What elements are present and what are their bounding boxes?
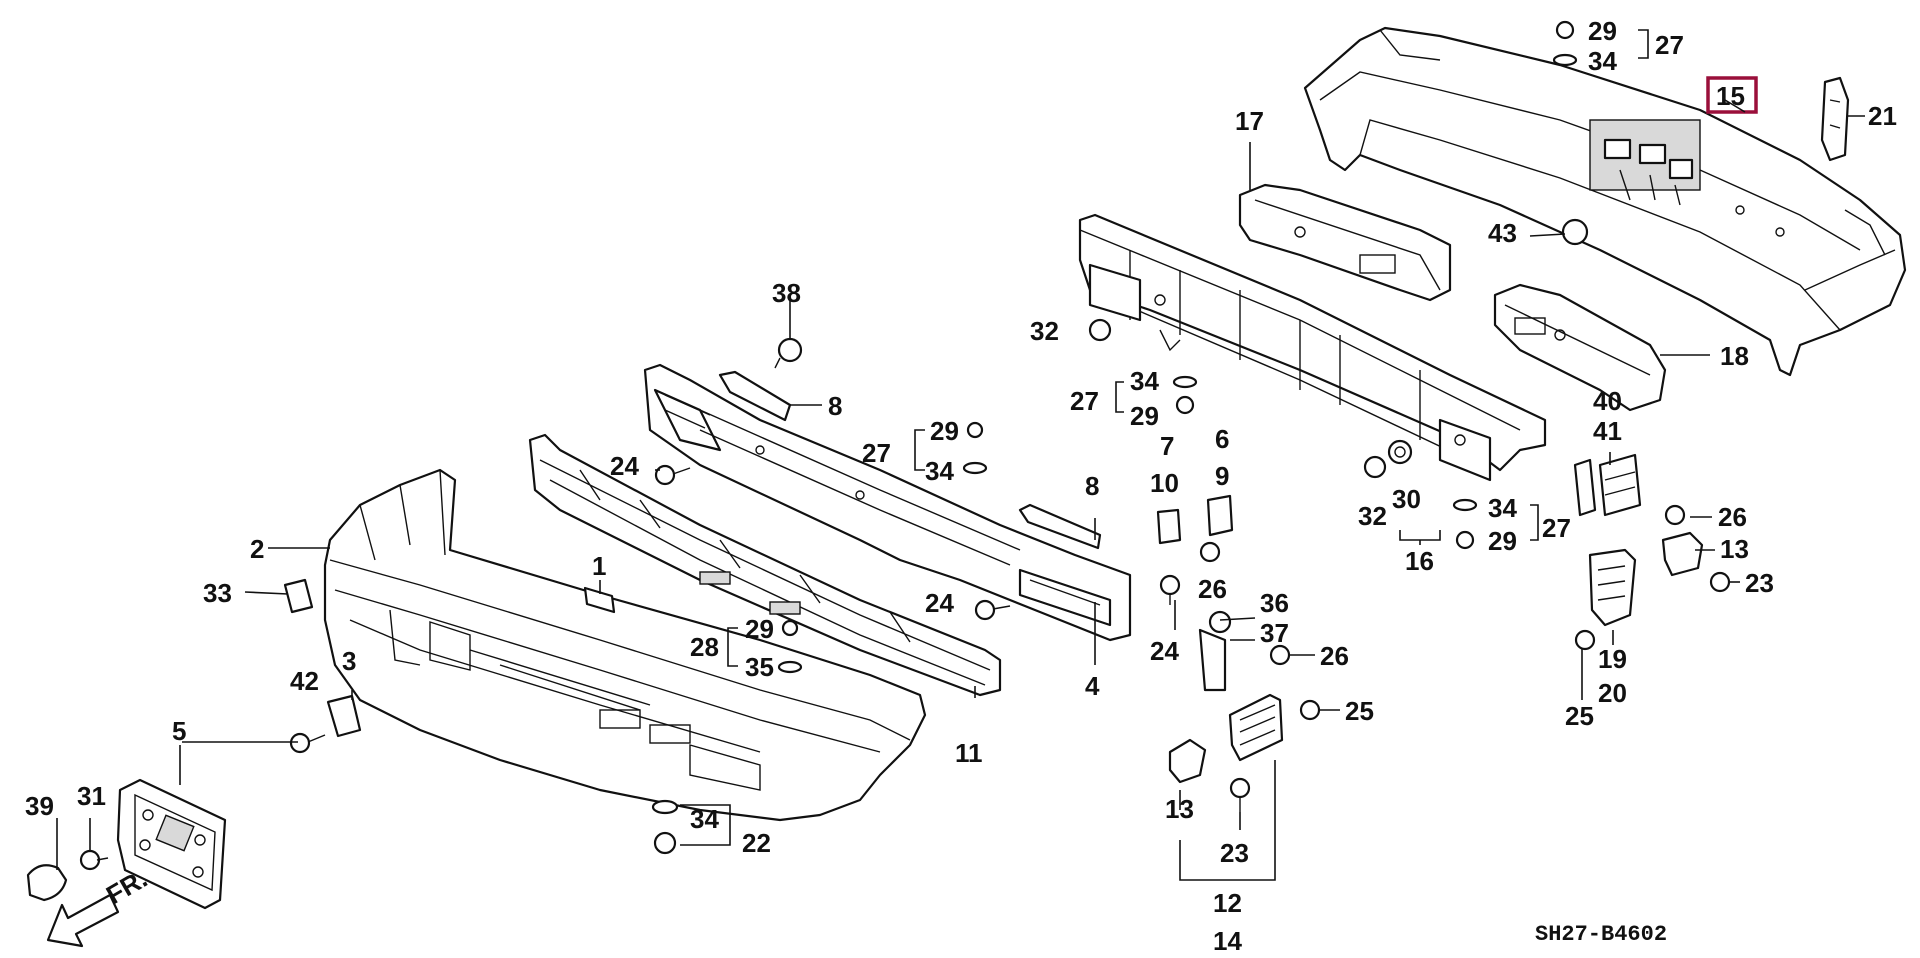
bracket-1[interactable] xyxy=(583,586,616,614)
label-40: 40 xyxy=(1593,386,1622,416)
label-22: 22 xyxy=(742,828,771,858)
label-42: 42 xyxy=(290,666,319,696)
label-16: 16 xyxy=(1405,546,1434,576)
label-27-d: 27 xyxy=(1542,513,1571,543)
label-34-d: 34 xyxy=(1588,46,1617,76)
label-4: 4 xyxy=(1085,671,1100,701)
label-1: 1 xyxy=(592,551,606,581)
bracket-7-10[interactable] xyxy=(1156,508,1182,545)
leader-lines xyxy=(56,29,1865,881)
license-plate-bracket[interactable] xyxy=(116,778,227,910)
label-37: 37 xyxy=(1260,618,1289,648)
bracket-3[interactable] xyxy=(326,694,362,738)
label-5: 5 xyxy=(172,716,186,746)
label-29-a: 29 xyxy=(930,416,959,446)
rear-bumper-reinforcement[interactable] xyxy=(1078,213,1547,482)
label-25-front: 25 xyxy=(1345,696,1374,726)
label-18: 18 xyxy=(1720,341,1749,371)
rear-spacer-left[interactable] xyxy=(1493,283,1667,412)
rear-spacer-right[interactable] xyxy=(1238,183,1452,302)
front-bumper-reinforcement[interactable] xyxy=(528,433,1002,697)
rear-side-bracket[interactable] xyxy=(1820,76,1850,162)
label-35: 35 xyxy=(745,652,774,682)
label-38: 38 xyxy=(772,278,801,308)
label-15: 15 xyxy=(1716,81,1745,111)
label-7: 7 xyxy=(1160,431,1174,461)
label-26-b: 26 xyxy=(1320,641,1349,671)
bracket-13-rear[interactable] xyxy=(1661,531,1704,577)
bolt-42[interactable] xyxy=(289,732,326,754)
label-41: 41 xyxy=(1593,416,1622,446)
bracket-40-41[interactable] xyxy=(1573,453,1642,517)
label-39: 39 xyxy=(25,791,54,821)
label-29-c: 29 xyxy=(1130,401,1159,431)
label-23-rear: 23 xyxy=(1745,568,1774,598)
label-24-c: 24 xyxy=(1150,636,1179,666)
bracket-13-front[interactable] xyxy=(1168,738,1207,784)
clip-33[interactable] xyxy=(283,578,314,614)
label-34-a: 34 xyxy=(1130,366,1159,396)
label-29-b: 29 xyxy=(745,614,774,644)
front-bumper-upper-beam[interactable] xyxy=(643,363,1132,642)
label-30: 30 xyxy=(1392,484,1421,514)
label-29-e: 29 xyxy=(1488,526,1517,556)
part-labels: 1 2 3 4 5 6 7 8 8 9 10 11 12 13 13 14 15… xyxy=(25,16,1897,956)
label-6: 6 xyxy=(1215,424,1229,454)
label-12: 12 xyxy=(1213,888,1242,918)
front-bumper-face[interactable] xyxy=(323,468,927,822)
label-21: 21 xyxy=(1868,101,1897,131)
label-34-e: 34 xyxy=(1488,493,1517,523)
label-9: 9 xyxy=(1215,461,1229,491)
bolt-31[interactable] xyxy=(79,849,109,871)
label-24-b: 24 xyxy=(925,588,954,618)
label-2: 2 xyxy=(250,534,264,564)
label-3: 3 xyxy=(342,646,356,676)
rear-bumper-face[interactable] xyxy=(1303,26,1907,377)
label-8-right: 8 xyxy=(1085,471,1099,501)
label-14: 14 xyxy=(1213,926,1242,956)
label-26-c: 26 xyxy=(1718,502,1747,532)
label-26-a: 26 xyxy=(1198,574,1227,604)
label-43: 43 xyxy=(1488,218,1517,248)
strip-8-left[interactable] xyxy=(718,370,792,422)
drawing-code: SH27-B4602 xyxy=(1535,922,1667,947)
label-24-a: 24 xyxy=(610,451,639,481)
cap-39[interactable] xyxy=(26,864,68,902)
label-31: 31 xyxy=(77,781,106,811)
label-36: 36 xyxy=(1260,588,1289,618)
bracket-19-20[interactable] xyxy=(1588,548,1637,627)
label-34-b: 34 xyxy=(925,456,954,486)
label-33: 33 xyxy=(203,578,232,608)
bracket-12-14[interactable] xyxy=(1228,693,1284,762)
label-27-c: 27 xyxy=(1655,30,1684,60)
label-11: 11 xyxy=(955,738,983,768)
label-32-b: 32 xyxy=(1358,501,1387,531)
label-17: 17 xyxy=(1235,106,1264,136)
fasteners xyxy=(651,20,1731,855)
label-29-d: 29 xyxy=(1588,16,1617,46)
label-28: 28 xyxy=(690,632,719,662)
label-23-front: 23 xyxy=(1220,838,1249,868)
label-25-rear: 25 xyxy=(1565,701,1594,731)
label-34-c: 34 xyxy=(690,804,719,834)
label-19: 19 xyxy=(1598,644,1627,674)
bracket-6-9[interactable] xyxy=(1206,494,1234,537)
label-27-b: 27 xyxy=(1070,386,1099,416)
label-27-a: 27 xyxy=(862,438,891,468)
strip-8-right[interactable] xyxy=(1018,503,1102,550)
label-20: 20 xyxy=(1598,678,1627,708)
label-32-a: 32 xyxy=(1030,316,1059,346)
label-10: 10 xyxy=(1150,468,1179,498)
label-8-left: 8 xyxy=(828,391,842,421)
label-13-rear: 13 xyxy=(1720,534,1749,564)
highlight-box-15 xyxy=(1706,76,1758,114)
label-13-front: 13 xyxy=(1165,794,1194,824)
